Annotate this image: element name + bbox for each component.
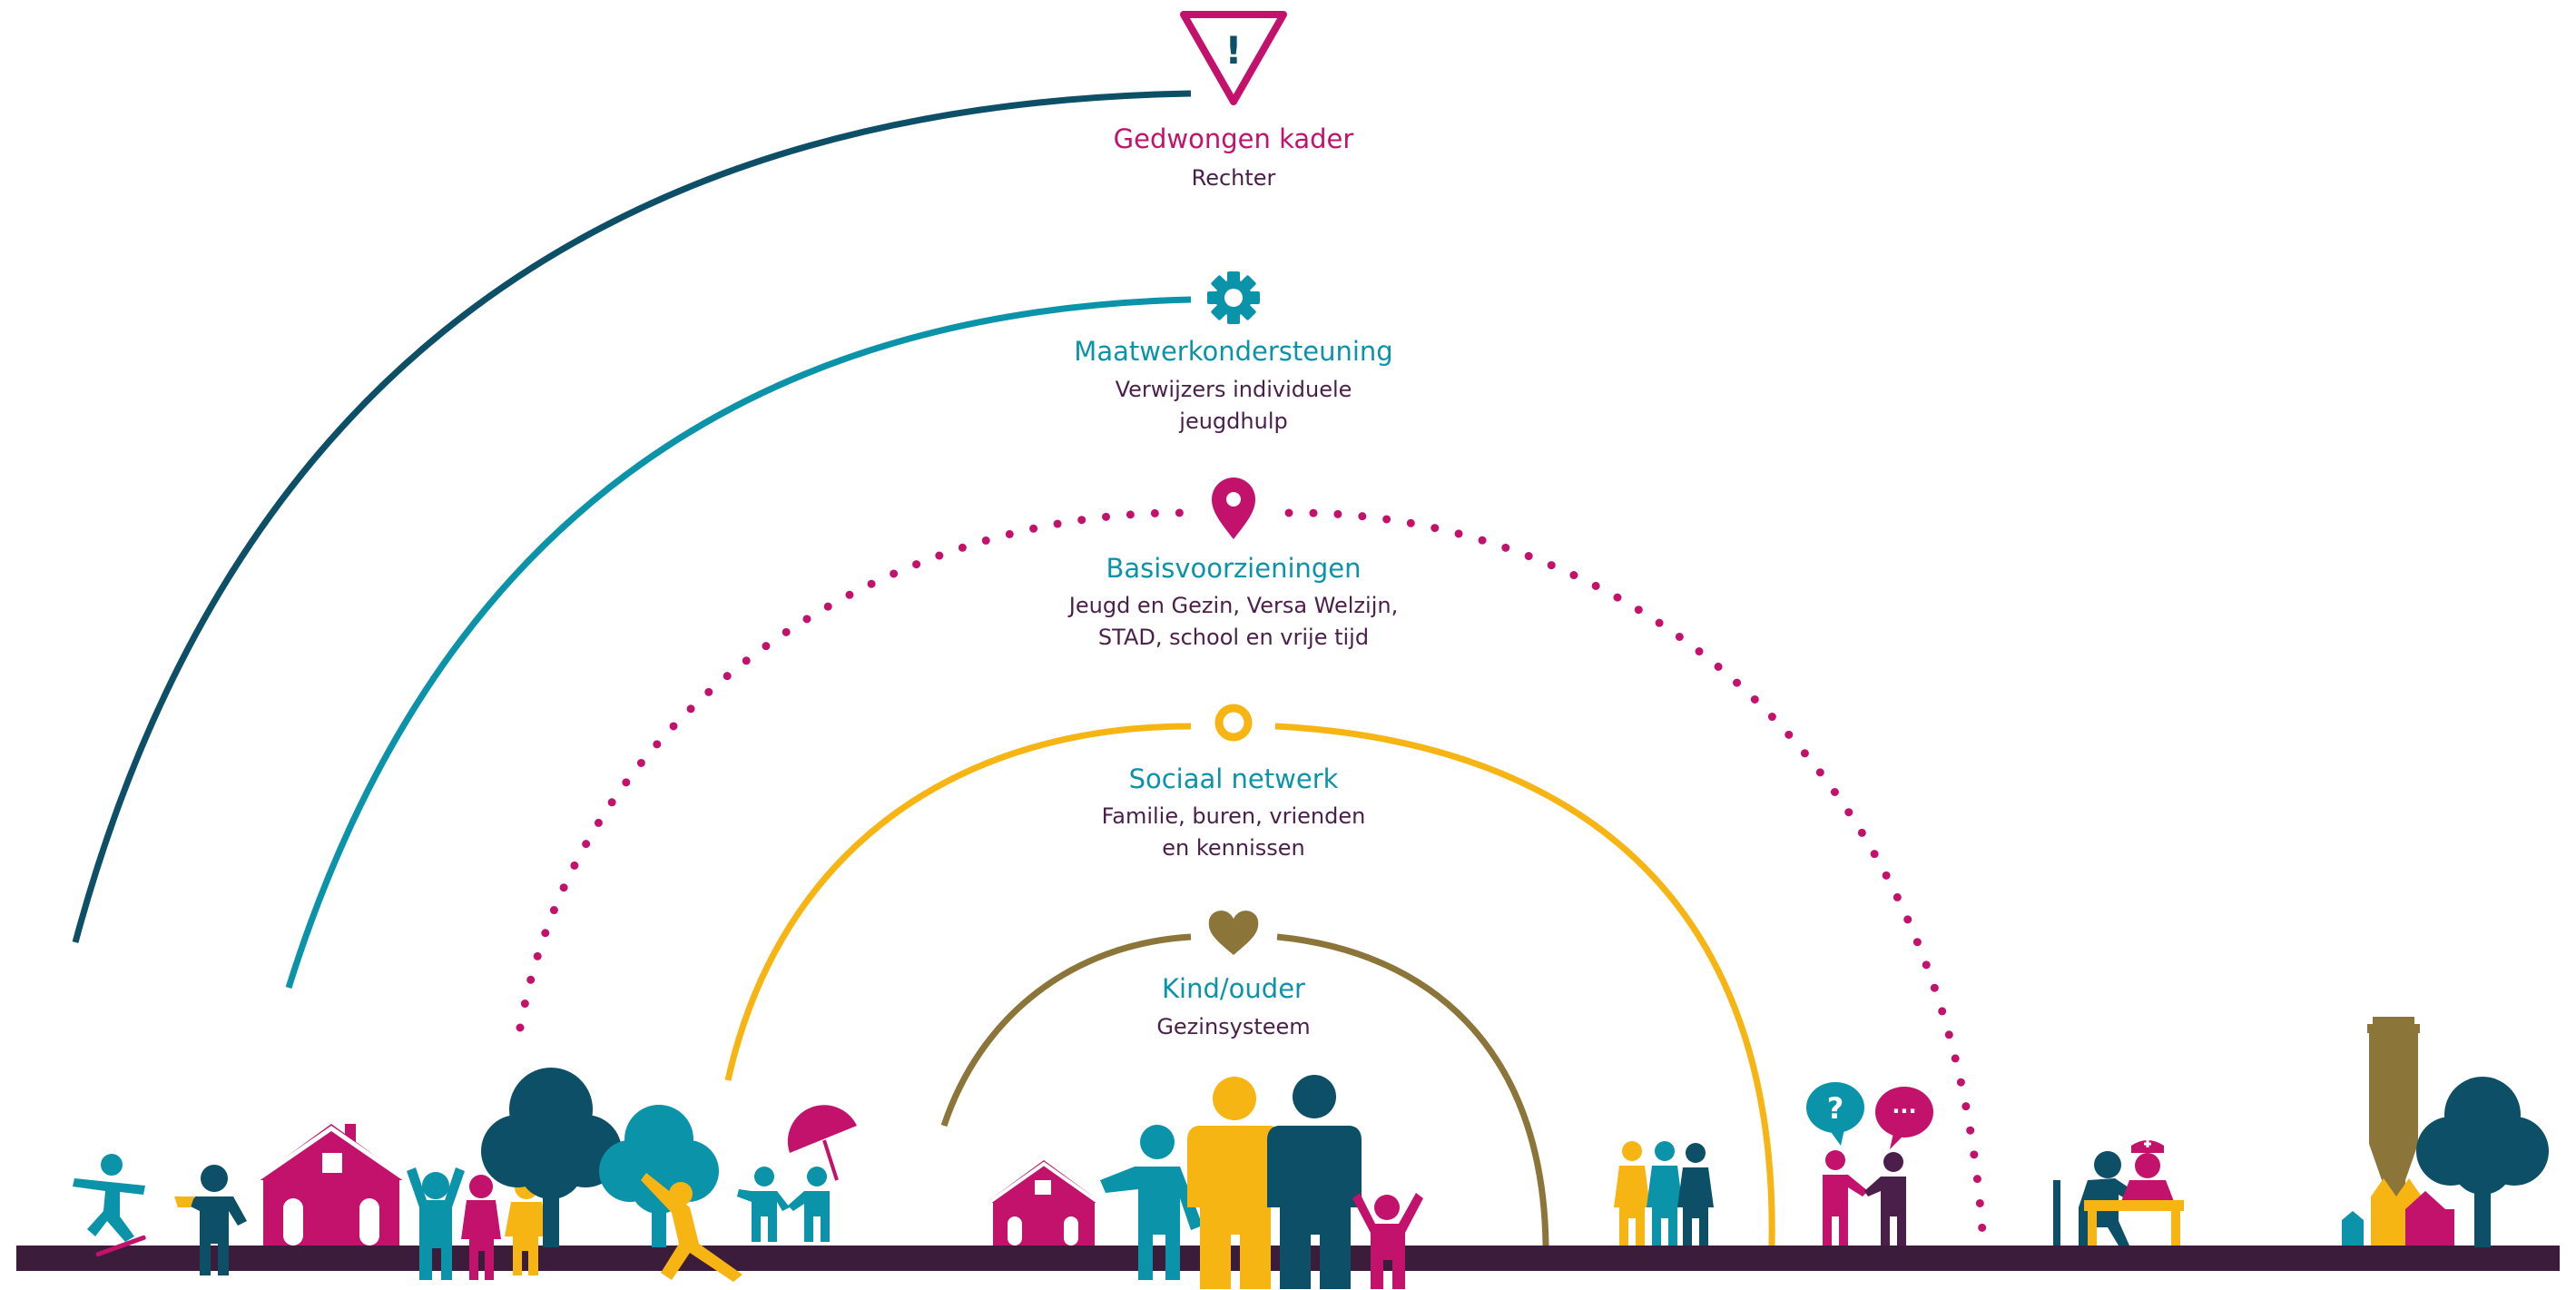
courthouse-tower-icon xyxy=(2367,1017,2420,1246)
level-sub-sociaal-netwerk-1: Familie, buren, vrienden xyxy=(1102,803,1366,829)
level-sub-kind-ouder: Gezinsysteem xyxy=(1156,1014,1310,1039)
skateboarder-icon xyxy=(73,1154,146,1257)
tree-teal-icon xyxy=(599,1105,719,1247)
speech-dots: ··· xyxy=(1892,1098,1916,1124)
arc-basisvoorzieningen xyxy=(516,508,1988,1250)
question-bubble-icon: ? xyxy=(1806,1082,1864,1146)
house-small-icon xyxy=(980,1160,1107,1246)
level-title-kind-ouder: Kind/ouder xyxy=(1162,973,1305,1004)
arc-gedwongen-kader xyxy=(72,90,1192,943)
houses-icon xyxy=(248,1124,415,1246)
heart-icon xyxy=(1208,911,1259,955)
arc-maatwerkondersteuning xyxy=(285,296,1192,990)
level-title-sociaal-netwerk: Sociaal netwerk xyxy=(1129,763,1339,794)
location-pin-icon xyxy=(1212,478,1255,539)
warning-symbol: ! xyxy=(1224,28,1242,73)
arc-kind-ouder xyxy=(940,933,1549,1246)
question-mark: ? xyxy=(1827,1091,1844,1126)
level-sub-basisvoorzieningen-1: Jeugd en Gezin, Versa Welzijn, xyxy=(1067,593,1398,618)
child-jumping-yellow-icon xyxy=(641,1173,742,1282)
level-sub-maatwerkondersteuning-1: Verwijzers individuele xyxy=(1116,377,1352,402)
gear-icon xyxy=(1207,271,1260,324)
child-magenta-arms-up-icon xyxy=(1352,1193,1423,1289)
arc-sociaal-netwerk xyxy=(724,723,1775,1246)
level-title-maatwerkondersteuning: Maatwerkondersteuning xyxy=(1074,336,1392,367)
level-sub-gedwongen-kader: Rechter xyxy=(1192,165,1276,191)
child-magenta-icon xyxy=(461,1175,501,1280)
group-of-three-icon xyxy=(1614,1141,1714,1246)
tree-dark-icon xyxy=(481,1068,622,1247)
level-sub-basisvoorzieningen-2: STAD, school en vrije tijd xyxy=(1098,625,1369,650)
speech-bubble-icon: ··· xyxy=(1875,1087,1933,1149)
buildings-icon xyxy=(2342,1178,2454,1246)
level-title-gedwongen-kader: Gedwongen kader xyxy=(1114,123,1354,154)
children-holding-hands-icon xyxy=(737,1167,830,1242)
cheering-child-icon xyxy=(407,1167,465,1280)
child-waving-teal-icon xyxy=(1100,1125,1203,1280)
level-sub-maatwerkondersteuning-2: jeugdhulp xyxy=(1178,409,1287,434)
level-title-basisvoorzieningen: Basisvoorzieningen xyxy=(1106,553,1361,584)
adult-dark-teal-icon xyxy=(1267,1075,1362,1289)
warning-triangle-icon: ! xyxy=(1180,11,1287,105)
two-people-talking-icon xyxy=(1823,1150,1906,1246)
circle-ring-icon xyxy=(1214,704,1253,742)
umbrella-icon xyxy=(787,1105,857,1181)
doctor-consultation-icon xyxy=(2053,1140,2184,1246)
adult-yellow-icon xyxy=(1187,1077,1282,1289)
tree-right-icon xyxy=(2416,1077,2549,1247)
child-with-bowl-icon xyxy=(174,1165,247,1275)
level-sub-sociaal-netwerk-2: en kennissen xyxy=(1162,835,1305,861)
